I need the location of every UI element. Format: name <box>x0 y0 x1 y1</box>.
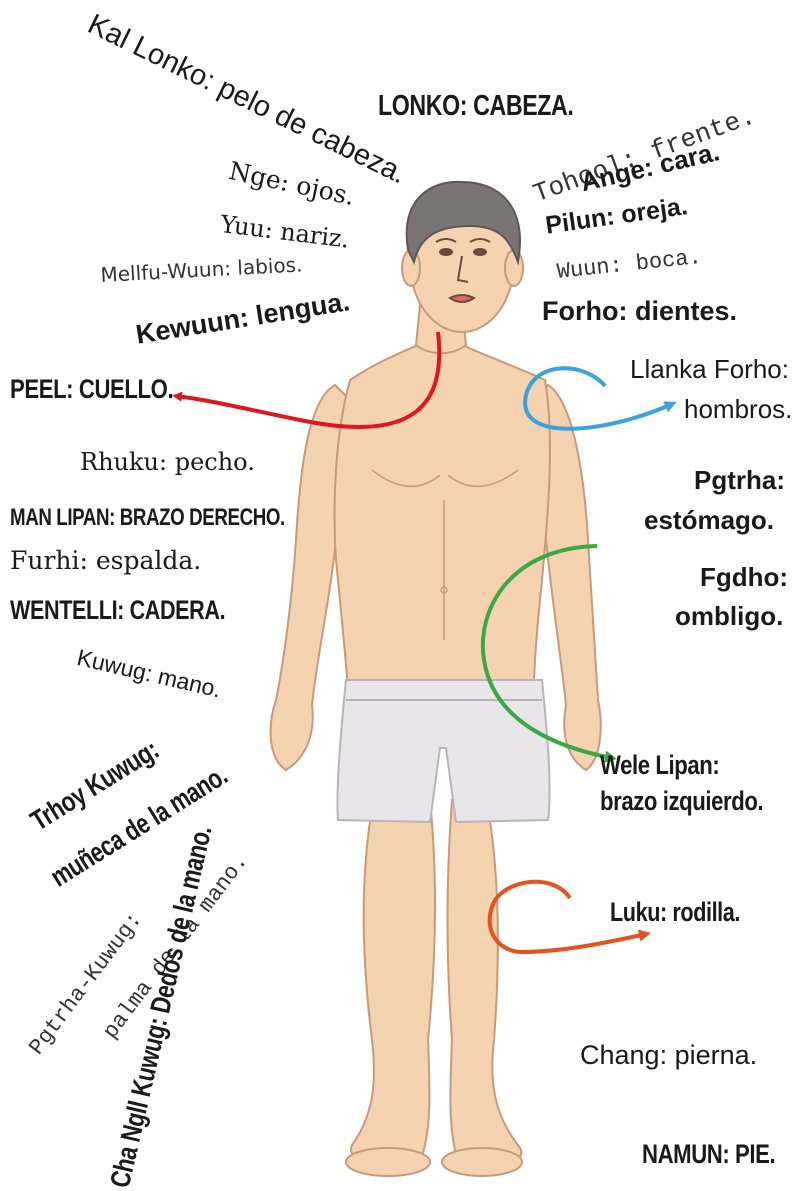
label-chang: Chang: pierna. <box>580 1042 757 1069</box>
label-llanka-forho-1: Llanka Forho: <box>630 356 789 382</box>
label-pgtrha-2: estómago. <box>644 507 774 533</box>
label-luku: Luku: rodilla. <box>610 899 740 926</box>
label-rhuku: Rhuku: pecho. <box>80 450 255 474</box>
label-fgdho-2: ombligo. <box>675 603 783 629</box>
label-man-lipan: MAN LIPAN: BRAZO DERECHO. <box>10 506 285 530</box>
label-llanka-forho-2: hombros. <box>684 396 792 422</box>
label-pgtrha-1: Pgtrha: <box>694 467 785 493</box>
label-fgdho-1: Fgdho: <box>700 564 788 590</box>
label-wentelli: WENTELLI: CADERA. <box>10 597 225 624</box>
label-wele-lipan-2: brazo izquierdo. <box>600 788 763 815</box>
label-wele-lipan-1: Wele Lipan: <box>600 752 719 779</box>
label-namun: NAMUN: PIE. <box>642 1141 775 1168</box>
shorts <box>337 680 549 822</box>
label-lonko: LONKO: CABEZA. <box>378 92 573 121</box>
label-furhi: Furhi: espalda. <box>10 548 201 573</box>
label-peel: PEEL: CUELLO. <box>10 376 173 403</box>
label-forho: Forho: dientes. <box>542 298 737 325</box>
